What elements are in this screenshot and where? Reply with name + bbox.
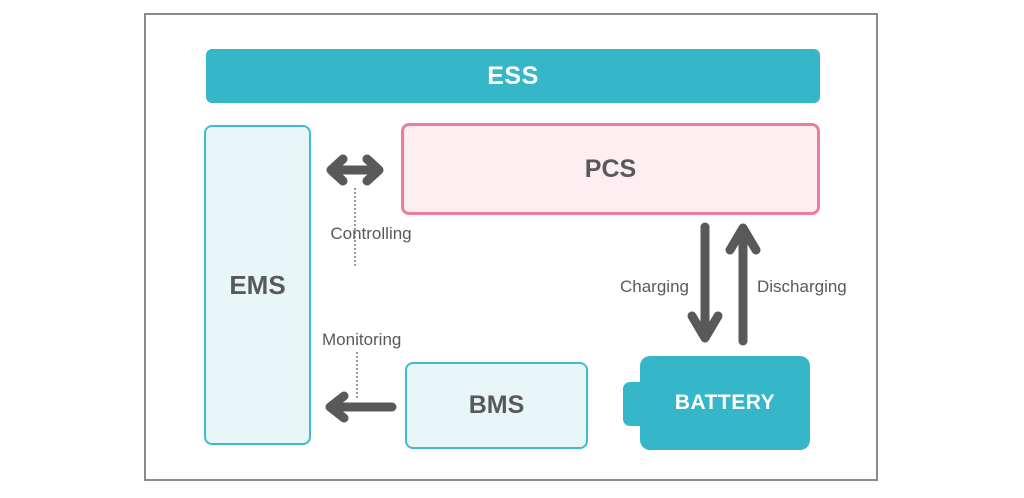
charging-arrow-icon bbox=[687, 222, 723, 343]
controlling-label: Controlling bbox=[330, 224, 412, 243]
pcs-label: PCS bbox=[584, 154, 637, 183]
bms-block: BMS bbox=[405, 362, 588, 449]
ems-block: EMS bbox=[204, 125, 311, 445]
ems-label: EMS bbox=[229, 269, 286, 300]
monitoring-dotted-line bbox=[356, 352, 358, 398]
pcs-block: PCS bbox=[401, 123, 820, 215]
bidirectional-arrow-icon bbox=[326, 154, 384, 186]
monitoring-arrow-icon bbox=[325, 391, 397, 423]
battery-block: BATTERY bbox=[640, 356, 810, 450]
discharging-arrow-icon bbox=[725, 223, 761, 346]
ess-block: ESS bbox=[206, 49, 820, 103]
ess-label: ESS bbox=[487, 61, 539, 90]
bms-label: BMS bbox=[468, 391, 525, 419]
controlling-dotted-line bbox=[354, 188, 356, 266]
monitoring-label: Monitoring bbox=[322, 330, 402, 349]
charging-label: Charging bbox=[620, 277, 689, 296]
battery-label: BATTERY bbox=[674, 391, 776, 414]
discharging-label: Discharging bbox=[757, 277, 847, 296]
